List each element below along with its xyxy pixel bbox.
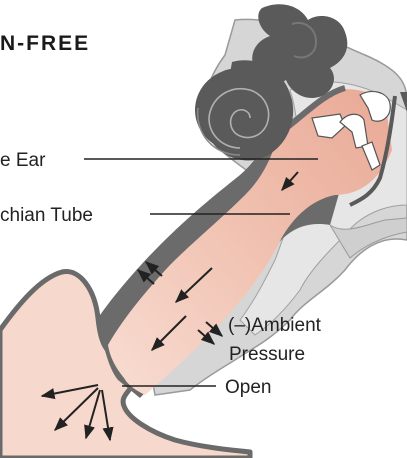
label-open: Open <box>225 377 271 398</box>
label-ambient-pressure-line1: (–)Ambient <box>228 315 322 336</box>
page-heading: N-FREE <box>0 32 90 55</box>
label-middle-ear: e Ear <box>0 150 46 171</box>
label-ambient-pressure-line2: Pressure <box>229 344 305 365</box>
label-eustachian-tube: chian Tube <box>0 205 93 226</box>
